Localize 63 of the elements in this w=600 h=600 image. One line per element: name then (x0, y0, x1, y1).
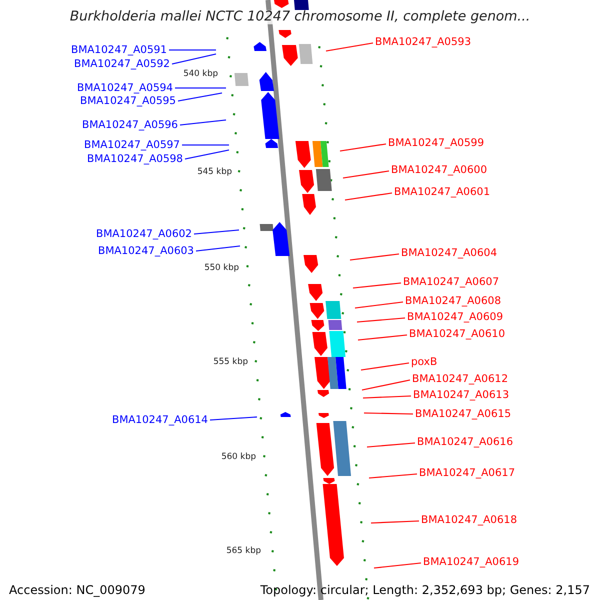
leader-line (178, 92, 222, 102)
gene-label: BMA10247_A0594 (76, 82, 173, 94)
leader-line (370, 520, 420, 524)
leader-line (182, 144, 229, 146)
leader-line (184, 149, 230, 160)
scale-label: 550 kbp (204, 264, 239, 272)
leader-line (374, 562, 422, 569)
gene-label: BMA10247_A0607 (403, 276, 500, 288)
gene-label: BMA10247_A0610 (409, 328, 506, 340)
leader-line (366, 442, 416, 448)
gene-label: BMA10247_A0603 (98, 246, 194, 256)
leader-line (180, 119, 226, 126)
gene-label: BMA10247_A0601 (394, 186, 490, 198)
leader-line (358, 334, 408, 341)
leader-line (364, 412, 414, 415)
leader-line (194, 229, 240, 235)
leader-line (169, 49, 216, 51)
leader-line (352, 282, 402, 289)
scale-label: 560 kbp (221, 452, 256, 462)
leader-line (362, 379, 410, 391)
leader-line (356, 317, 406, 323)
accession-text: Accession: NC_009079 (9, 584, 146, 596)
scale-label: 565 kbp (226, 546, 261, 556)
gene-label: BMA10247_A0591 (70, 44, 167, 56)
gene-label: BMA10247_A0616 (417, 436, 514, 448)
scale-label: 540 kbp (183, 70, 218, 78)
leader-line (344, 192, 392, 201)
gene-label: BMA10247_A0599 (388, 138, 484, 148)
gene-label: BMA10247_A0612 (412, 374, 508, 384)
gene-label: BMA10247_A0600 (391, 164, 488, 176)
scale-label: 545 kbp (197, 168, 232, 176)
leader-line (175, 87, 226, 89)
gene-label: BMA10247_A0595 (80, 96, 176, 106)
gene-label: BMA10247_A0609 (407, 312, 504, 322)
gene-label: BMA10247_A0614 (112, 414, 208, 426)
leader-line (362, 395, 412, 399)
gene-label: BMA10247_A0592 (74, 58, 170, 70)
leader-line (326, 42, 374, 52)
gene-label: BMA10247_A0618 (421, 514, 518, 526)
leader-line (342, 170, 390, 179)
genome-info-text: Topology: circular; Length: 2,352,693 bp; Genes: 2,157 (260, 584, 590, 596)
gene-label: BMA10247_A0608 (405, 296, 502, 306)
gene-label: BMA10247_A0596 (82, 120, 178, 130)
leader-line (210, 416, 258, 421)
scale-label: 555 kbp (213, 358, 248, 366)
leader-line (172, 53, 216, 65)
gene-label: BMA10247_A0619 (423, 556, 520, 568)
leader-line (350, 253, 400, 261)
leader-line (360, 362, 410, 371)
gene-label: BMA10247_A0598 (86, 154, 183, 164)
gene-label: BMA10247_A0604 (401, 248, 498, 258)
gene-label: BMA10247_A0597 (84, 140, 180, 150)
map-title: Burkholderia mallei NCTC 10247 chromosome II, complete genom... (70, 10, 530, 24)
gene-label: BMA10247_A0593 (375, 36, 472, 48)
leader-line (354, 301, 404, 309)
gene-label: poxB (411, 356, 438, 368)
gene-label: BMA10247_A0602 (96, 228, 192, 240)
gene-label: BMA10247_A0613 (413, 390, 510, 400)
leader-line (368, 473, 418, 479)
gene-label: BMA10247_A0615 (415, 408, 512, 420)
leader-line (340, 143, 386, 152)
gene-label: BMA10247_A0617 (419, 468, 516, 478)
leader-line (196, 245, 240, 252)
